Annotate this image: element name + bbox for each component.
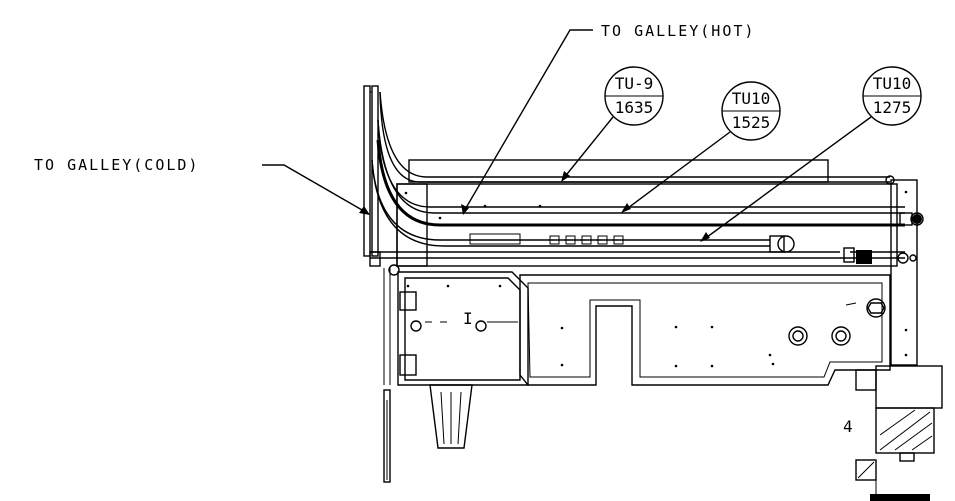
lower-left-unit: I: [383, 268, 529, 483]
callout-hot-leader: [461, 29, 593, 215]
bubble-1-top: TU-9: [615, 74, 654, 93]
callout-cold-label: TO GALLEY(COLD): [34, 156, 199, 174]
bubble-tu10-1275: TU10 1275: [700, 66, 922, 242]
bubble-tu9-1635: TU-9 1635: [561, 66, 664, 182]
callout-cold-leader: [262, 164, 370, 215]
hot-water-pipes: [363, 85, 924, 276]
bubble-1-bottom: 1635: [615, 98, 654, 117]
bubble-2-top: TU10: [732, 89, 771, 108]
section-mark: I: [463, 309, 473, 328]
small-mark: 4: [843, 417, 853, 436]
right-lower-block: 4: [843, 365, 943, 501]
bubble-tu10-1525: TU10 1525: [621, 81, 781, 213]
bubble-3-bottom: 1275: [873, 98, 912, 117]
lower-middle-panel: [519, 274, 891, 386]
bubble-2-bottom: 1525: [732, 113, 771, 132]
callout-hot-label: TO GALLEY(HOT): [601, 22, 755, 40]
bubble-3-top: TU10: [873, 74, 912, 93]
rear-panel: [396, 159, 918, 366]
